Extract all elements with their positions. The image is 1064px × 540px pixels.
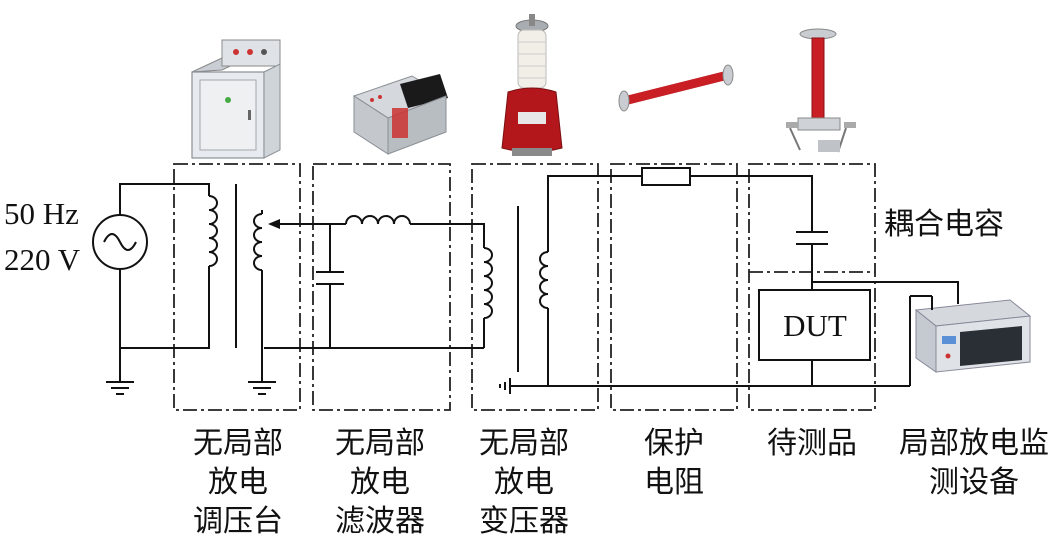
transformer-label-line1: 无局部	[479, 426, 569, 461]
enclosures	[173, 163, 876, 411]
pd-monitor-photo	[914, 299, 1032, 373]
regulator-label-line1: 无局部	[193, 426, 283, 461]
filter-label-line3: 滤波器	[335, 504, 425, 539]
dut-label: DUT	[783, 308, 847, 343]
monitor-label-line2: 测设备	[929, 465, 1019, 500]
filter-caption: 无局部 放电 滤波器	[335, 426, 425, 539]
source-frequency: 50 Hz	[4, 196, 79, 231]
regulator-photo	[191, 39, 281, 159]
dut-caption: 待测品	[767, 426, 857, 461]
resistor-label-line2: 电阻	[644, 465, 704, 500]
transformer-caption: 无局部 放电 变压器	[479, 426, 569, 539]
transformer-circuit	[483, 175, 642, 394]
coupling-capacitor-photo	[786, 28, 856, 153]
coupling-and-dut	[548, 231, 959, 387]
transformer-photo	[501, 14, 563, 156]
resistor-caption: 保护 电阻	[644, 426, 704, 500]
coupling-capacitor-label: 耦合电容	[884, 207, 1004, 242]
regulator-label-line2: 放电	[208, 465, 268, 500]
ac-source	[92, 183, 210, 395]
regulator-label-line3: 调压台	[193, 504, 283, 539]
dut-box	[758, 289, 871, 361]
protective-resistor	[641, 167, 813, 232]
regulator-caption: 无局部 放电 调压台	[193, 426, 283, 539]
resistor-photo	[618, 64, 734, 112]
monitor-label-line1: 局部放电监	[899, 426, 1049, 461]
transformer-label-line2: 放电	[494, 465, 554, 500]
transformer-label-line3: 变压器	[479, 504, 569, 539]
filter-photo	[352, 74, 448, 155]
resistor-label-line1: 保护	[644, 426, 704, 461]
filter-circuit	[268, 215, 485, 348]
filter-label-line1: 无局部	[335, 426, 425, 461]
filter-label-line2: 放电	[350, 465, 410, 500]
source-voltage: 220 V	[4, 242, 81, 277]
dut-caption-line1: 待测品	[767, 426, 857, 461]
regulator-circuit	[208, 184, 484, 395]
monitor-caption: 局部放电监 测设备	[899, 426, 1049, 500]
